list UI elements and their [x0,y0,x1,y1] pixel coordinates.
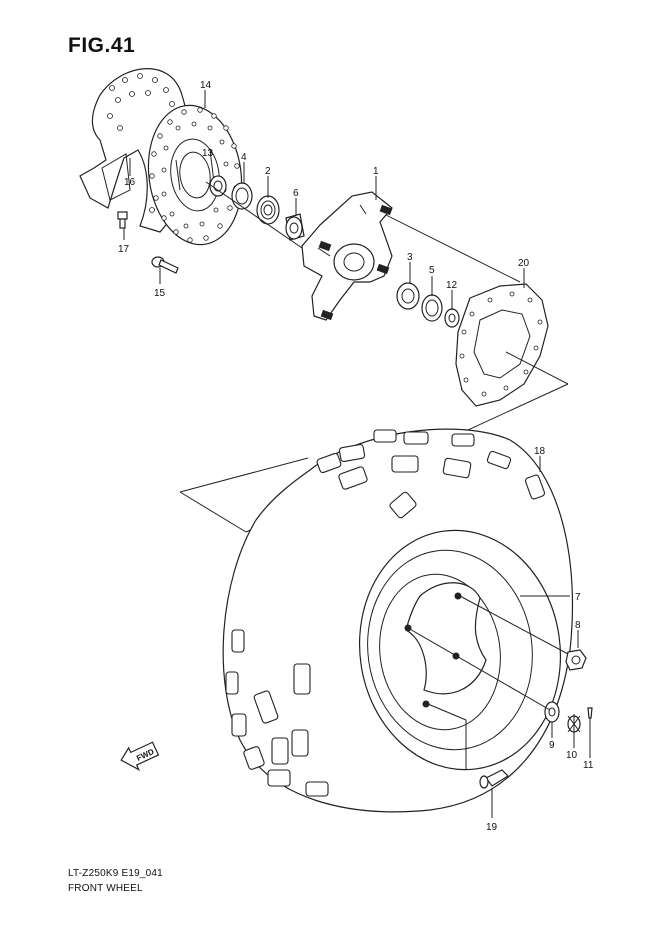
bearing-3-part [396,282,420,310]
callout-1: 1 [373,166,379,177]
callout-12: 12 [446,280,458,291]
callout-8: 8 [575,620,581,631]
callout-10: 10 [566,750,578,761]
valve-cap-10-part [567,714,581,734]
figure-name: FRONT WHEEL [68,883,143,894]
callout-3: 3 [407,252,413,263]
forward-direction-arrow: FWD [120,741,160,771]
callout-4: 4 [241,152,247,163]
callout-16: 16 [124,177,136,188]
callout-18: 18 [534,446,546,457]
callout-13: 13 [202,148,214,159]
oil-seal-4-part [231,182,253,210]
brake-disc-part [147,104,243,246]
guard-plate-20-part [455,283,549,407]
bolt-17-part [117,211,128,229]
bolt-15-part [151,256,179,274]
valve-19-part [479,769,509,789]
callout-17: 17 [118,244,130,255]
nut-8-part [565,649,587,671]
figure-title: FIG.41 [68,34,136,57]
wheel-hub-1-part [301,191,393,321]
callout-9: 9 [549,740,555,751]
callout-5: 5 [429,265,435,276]
valve-core-11-part [587,707,593,740]
callout-7: 7 [575,592,581,603]
callout-11: 11 [583,760,594,771]
callout-6: 6 [293,188,299,199]
front-wheel-tire-part [222,428,574,813]
figure-code: LT-Z250K9 E19_041 [68,868,163,879]
spacer-12-part [444,308,460,328]
callout-20: 20 [518,258,530,269]
oil-seal-5-part [421,294,443,322]
spacer-6-part [285,213,305,241]
spacer-13-part [209,175,227,197]
callout-2: 2 [265,166,271,177]
callout-14: 14 [200,80,212,91]
callout-19: 19 [486,822,498,833]
callout-15: 15 [154,288,166,299]
washer-9-part [544,701,560,723]
